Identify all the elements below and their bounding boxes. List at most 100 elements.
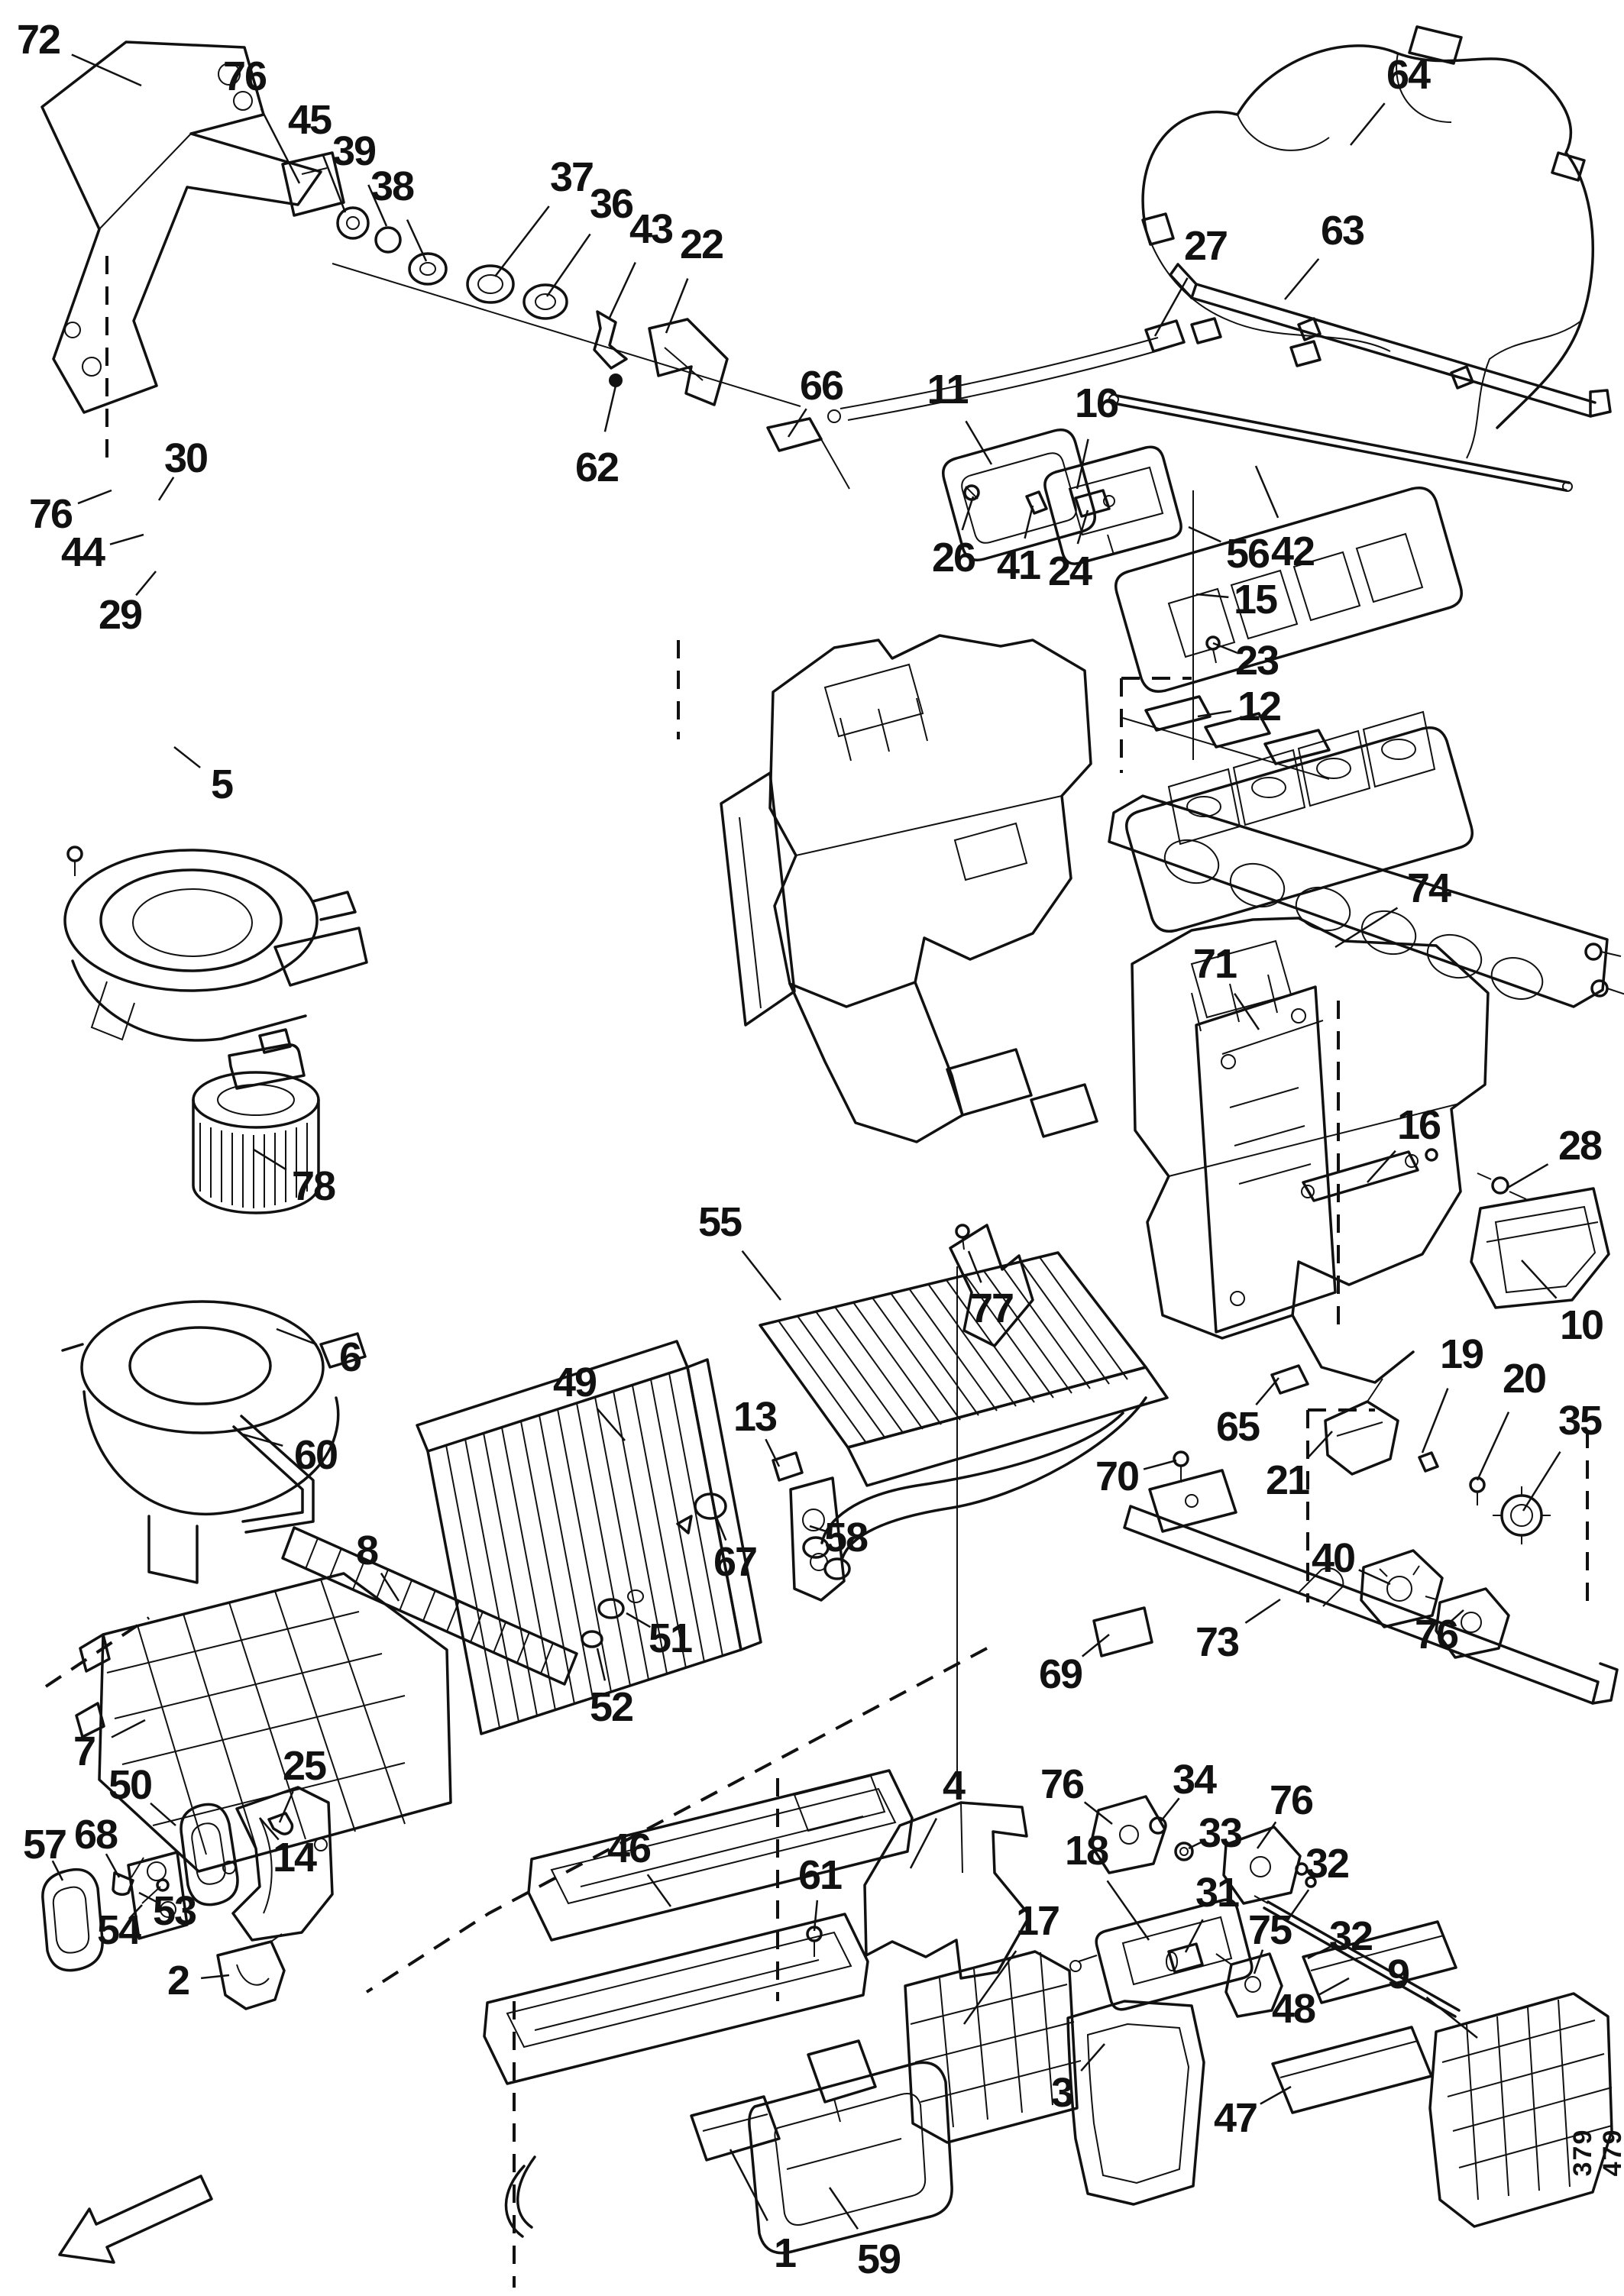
callout-14: 14: [272, 1835, 317, 1880]
leader-line-16: [1367, 1150, 1396, 1183]
callout-1: 1: [773, 2230, 797, 2276]
callout-49: 49: [552, 1360, 597, 1405]
leader-line-76: [260, 108, 301, 184]
callout-8: 8: [355, 1528, 379, 1573]
leader-line-37: [494, 205, 550, 277]
callout-76-2: 76: [28, 491, 73, 537]
callout-12: 12: [1237, 684, 1282, 729]
leader-line-51: [626, 1612, 651, 1628]
leader-line-30: [157, 477, 175, 501]
leader-line-35: [1522, 1451, 1561, 1512]
leader-line-72: [71, 53, 142, 87]
part-evaporator: [281, 1340, 762, 1735]
callout-33: 33: [1198, 1810, 1243, 1856]
leader-line-10: [1521, 1260, 1558, 1299]
leader-line-7: [111, 1719, 146, 1738]
callout-38: 38: [370, 163, 415, 209]
leader-line-8: [380, 1573, 400, 1602]
leader-line-46: [646, 1874, 672, 1907]
callout-53: 53: [152, 1888, 197, 1934]
leader-line-64: [1350, 102, 1386, 146]
leader-line-28: [1506, 1163, 1549, 1190]
part-heater-core: [581, 1251, 1169, 1648]
leader-line-43: [608, 261, 636, 319]
leader-line-12: [1197, 710, 1232, 718]
leader-line-14: [259, 1817, 280, 1841]
callout-26: 26: [931, 535, 976, 580]
leader-line-20: [1476, 1412, 1510, 1481]
leader-line-5: [173, 746, 201, 768]
callout-51: 51: [648, 1615, 693, 1661]
callout-11: 11: [927, 367, 969, 412]
callout-60: 60: [293, 1432, 338, 1478]
callout-19: 19: [1439, 1331, 1484, 1377]
callout-74: 74: [1406, 865, 1451, 911]
callout-16: 16: [1074, 380, 1119, 426]
callout-45: 45: [287, 97, 332, 143]
leader-line-70: [1143, 1459, 1177, 1470]
callout-76-4: 76: [1040, 1761, 1085, 1807]
callout-22: 22: [679, 222, 724, 267]
callout-32-2: 32: [1328, 1913, 1373, 1959]
callout-43: 43: [629, 206, 674, 252]
leader-line-71: [1234, 993, 1260, 1030]
callout-69: 69: [1038, 1651, 1083, 1697]
callout-16-2: 16: [1396, 1102, 1441, 1148]
leader-line-9: [1425, 1996, 1478, 2039]
callout-64: 64: [1386, 52, 1431, 98]
callout-70: 70: [1095, 1454, 1140, 1499]
leader-line-57: [51, 1860, 64, 1881]
leader-line-17: [962, 1950, 1017, 2025]
callout-65: 65: [1215, 1404, 1260, 1450]
callout-54: 54: [96, 1907, 141, 1953]
leader-line-47: [1260, 2085, 1292, 2105]
part-mounting-bracket: [40, 40, 322, 414]
leader-line-45: [322, 154, 347, 213]
callout-46: 46: [607, 1825, 652, 1871]
callout-73: 73: [1195, 1619, 1240, 1665]
leader-line-44: [109, 533, 144, 545]
callout-72: 72: [16, 17, 61, 63]
callout-7: 7: [73, 1728, 96, 1774]
part-housing-right: [1131, 917, 1610, 1384]
leader-line-21: [1306, 1431, 1333, 1460]
callout-31: 31: [1195, 1870, 1240, 1916]
callout-9: 9: [1386, 1952, 1410, 1997]
part-blower-ring: [63, 846, 368, 1042]
leader-line-55: [741, 1250, 781, 1301]
leader-line-22: [665, 278, 689, 334]
leader-line-32: [1307, 1945, 1332, 1960]
leader-line-53: [138, 1891, 159, 1904]
part-blower-motor: [192, 1028, 320, 1214]
callout-15: 15: [1233, 577, 1278, 623]
callout-78: 78: [291, 1163, 336, 1209]
part-housing-upper: [720, 634, 1098, 1143]
leader-line-62: [603, 385, 617, 432]
part-pads-grille: [1271, 1920, 1613, 2228]
part-scroll-housing: [61, 1300, 367, 1584]
leader-line-19: [1421, 1388, 1449, 1454]
leader-line-31: [1184, 1919, 1204, 1953]
leader-line-3: [1080, 2043, 1105, 2072]
callout-48: 48: [1271, 1986, 1316, 2032]
callout-63: 63: [1320, 208, 1365, 254]
callout-36: 36: [589, 181, 634, 227]
callout-76: 76: [222, 53, 267, 99]
leader-line-1: [729, 2149, 768, 2222]
callout-76-3: 76: [1414, 1612, 1459, 1657]
callout-58: 58: [823, 1515, 869, 1560]
callout-6: 6: [338, 1334, 362, 1380]
part-expansion-valve-group: [41, 1786, 334, 2010]
leader-line-6: [276, 1327, 318, 1346]
part-wiring-harness: [1141, 25, 1594, 459]
construction-lines: [44, 256, 1589, 2288]
part-lower-rail-group: [1092, 1364, 1619, 1705]
leader-line-58: [809, 1525, 830, 1534]
callout-32: 32: [1305, 1841, 1350, 1887]
leader-line-74: [1334, 907, 1399, 949]
callout-35: 35: [1558, 1398, 1603, 1444]
leader-line-26: [961, 496, 975, 531]
leader-line-29: [135, 571, 157, 597]
callout-55: 55: [697, 1199, 742, 1245]
